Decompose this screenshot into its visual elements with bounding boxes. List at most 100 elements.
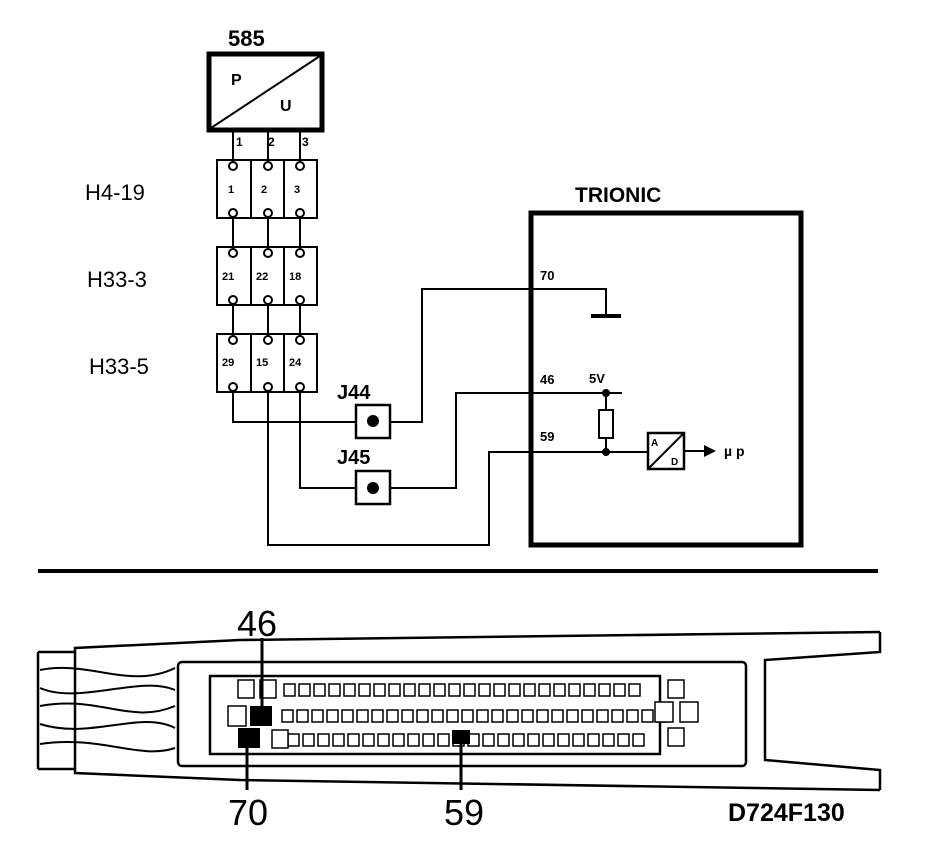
connector-pin-cell <box>347 733 360 747</box>
connector-pin-cell <box>392 733 405 747</box>
junction-j45-dot <box>367 482 379 494</box>
supply-wire <box>299 391 622 489</box>
supply-voltage-label: 5V <box>589 371 605 386</box>
signal-wire <box>267 391 648 546</box>
connector-pin-cell <box>632 733 645 747</box>
highlighted-pins <box>238 706 470 748</box>
connector-pin-cell <box>317 733 330 747</box>
sensor-input-label: P <box>231 72 242 89</box>
connector-pin-cell <box>362 733 375 747</box>
sensor-number: 585 <box>228 26 265 51</box>
connector-pin-cell <box>283 683 296 697</box>
connector-pin-cell <box>523 683 536 697</box>
pin-59-marker <box>452 730 470 744</box>
pin-70-marker <box>238 728 260 748</box>
connector-pin-rows <box>227 679 699 749</box>
connector-guide-block <box>654 701 674 723</box>
connector-pin-cell <box>598 683 611 697</box>
connector-pin-cell <box>566 709 579 723</box>
connector-pin-cell <box>536 709 549 723</box>
connector-pin-cell <box>356 709 369 723</box>
connector-pin-cell <box>572 733 585 747</box>
connector-pin-cell <box>587 733 600 747</box>
connector-pin-cell <box>478 683 491 697</box>
connector-pin-cell <box>371 709 384 723</box>
figure-code: D724F130 <box>728 799 845 827</box>
connector-h33-5-label: H33-5 <box>89 354 149 379</box>
connector-pin-cell <box>641 709 654 723</box>
connector-guide-block <box>667 679 685 699</box>
h4-19-to-h33-3-leads <box>232 217 301 250</box>
ad-converter-divider <box>647 432 685 470</box>
sensor-pin-3: 3 <box>302 135 309 149</box>
connector-h4-19-label: H4-19 <box>85 180 145 205</box>
h33-3-to-h33-5-leads <box>232 304 301 336</box>
connector-pin-cell <box>617 733 630 747</box>
connector-h33-3-label: H33-3 <box>87 267 147 292</box>
sensor-pin-1: 1 <box>236 135 243 149</box>
connector-pin-cell <box>388 683 401 697</box>
output-arrow-icon <box>704 445 716 457</box>
connector-pin-cell <box>527 733 540 747</box>
connector-guide-block <box>259 679 277 699</box>
connector-pin-cell <box>482 733 495 747</box>
h4-19-pin-2: 2 <box>261 184 267 196</box>
connector-pin-cell <box>377 733 390 747</box>
connector-pin-cell <box>538 683 551 697</box>
connector-pin-cell <box>461 709 474 723</box>
connector-pin-cell <box>497 733 510 747</box>
connector-pin-70-label: 70 <box>228 792 268 833</box>
ad-converter-a-label: A <box>651 438 658 449</box>
h33-5-pin-24: 24 <box>289 357 302 369</box>
connector-pin-cell <box>542 733 555 747</box>
connector-pin-cell <box>602 733 615 747</box>
connector-pin-cell <box>341 709 354 723</box>
ecu-pin-59: 59 <box>540 429 554 444</box>
connector-pin-cell <box>407 733 420 747</box>
connector-pin-cell <box>512 733 525 747</box>
connector-pin-cell <box>401 709 414 723</box>
connector-pin-cell <box>521 709 534 723</box>
connector-pin-cell <box>358 683 371 697</box>
connector-guide-block <box>271 729 289 749</box>
junction-j45-label: J45 <box>337 447 370 469</box>
connector-pin-cell <box>343 683 356 697</box>
sensor-output-label: U <box>280 98 292 115</box>
sensor-divider-line <box>210 55 321 129</box>
h33-5-pin-29: 29 <box>222 357 234 369</box>
connector-guide-block <box>237 679 255 699</box>
connector-pin-cell <box>418 683 431 697</box>
connector-pin-cell <box>581 709 594 723</box>
connector-pin-cell <box>506 709 519 723</box>
connector-pin-cell <box>437 733 450 747</box>
connector-pin-cell <box>287 733 300 747</box>
connector-pin-cell <box>332 733 345 747</box>
ground-wire <box>232 288 607 423</box>
h33-5-pin-15: 15 <box>256 357 268 369</box>
connector-pin-cell <box>628 683 641 697</box>
connector-pin-cell <box>326 709 339 723</box>
connector-pin-cell <box>596 709 609 723</box>
ecu-pin-46: 46 <box>540 372 554 387</box>
connector-pin-cell <box>493 683 506 697</box>
connector-pin-cell <box>446 709 459 723</box>
connector-guide-block <box>679 701 699 723</box>
h33-3-pin-22: 22 <box>256 271 268 283</box>
sensor-leads <box>232 130 301 162</box>
pin-46-marker <box>250 706 272 726</box>
connector-pin-cell <box>508 683 521 697</box>
signal-node <box>602 448 610 456</box>
connector-pin-cell <box>553 683 566 697</box>
connector-pin-cell <box>386 709 399 723</box>
connector-pin-cell <box>403 683 416 697</box>
pressure-sensor <box>206 51 325 133</box>
connector-pin-cell <box>491 709 504 723</box>
connector-pin-cell <box>281 709 294 723</box>
connector-pin-cell <box>583 683 596 697</box>
connector-pin-cell <box>613 683 626 697</box>
ad-converter-d-label: D <box>671 457 678 468</box>
connector-pin-cell <box>298 683 311 697</box>
connector-pin-59-label: 59 <box>444 792 484 833</box>
connector-plug-outline <box>36 630 882 792</box>
cable-bundle <box>39 666 176 753</box>
